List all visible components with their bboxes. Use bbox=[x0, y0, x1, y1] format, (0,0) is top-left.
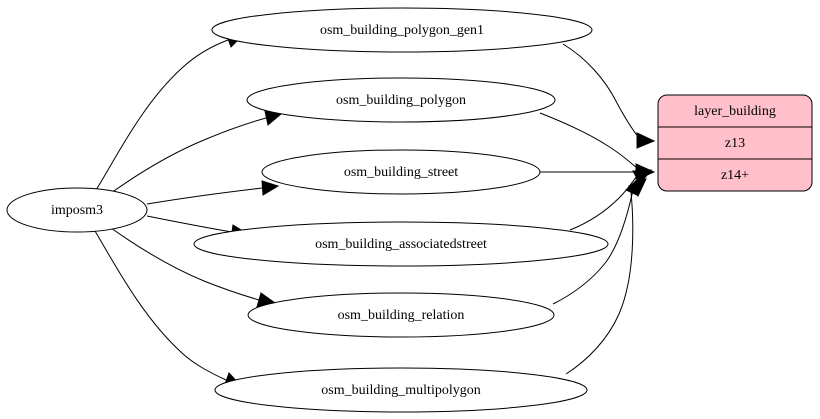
record-row-z13-label[interactable]: z13 bbox=[725, 136, 745, 151]
edge-group-tables-to-layer bbox=[539, 43, 656, 375]
edge-osm-building-polygon-gen1-to-layer-z13 bbox=[562, 43, 656, 149]
node-osm-building-multipolygon-ellipse[interactable] bbox=[214, 367, 588, 413]
node-osm-building-polygon-gen1[interactable]: osm_building_polygon_gen1 bbox=[211, 7, 593, 53]
node-osm-building-polygon-ellipse[interactable] bbox=[246, 77, 556, 123]
edge-osm-building-associatedstreet-to-layer-z14plus bbox=[569, 169, 653, 231]
node-osm-building-relation[interactable]: osm_building_relation bbox=[247, 292, 555, 338]
edge-osm-building-polygon-to-layer-z14plus bbox=[539, 112, 655, 180]
node-osm-building-street[interactable]: osm_building_street bbox=[261, 149, 541, 195]
node-imposm3[interactable]: imposm3 bbox=[6, 187, 148, 233]
node-imposm3-label: imposm3 bbox=[51, 203, 103, 218]
node-layer-building-box[interactable] bbox=[657, 94, 813, 192]
node-osm-building-associatedstreet-label: osm_building_associatedstreet bbox=[315, 237, 487, 252]
node-osm-building-polygon-label: osm_building_polygon bbox=[336, 93, 466, 108]
node-osm-building-polygon[interactable]: osm_building_polygon bbox=[246, 77, 556, 123]
node-osm-building-relation-label: osm_building_relation bbox=[338, 308, 465, 323]
edge-imposm3-to-osm-building-street bbox=[146, 180, 280, 205]
node-osm-building-associatedstreet[interactable]: osm_building_associatedstreet bbox=[193, 221, 609, 267]
node-osm-building-relation-ellipse[interactable] bbox=[247, 292, 555, 338]
node-osm-building-multipolygon-label: osm_building_multipolygon bbox=[321, 383, 480, 398]
node-layer-building[interactable]: layer_building z13 z14+ bbox=[657, 94, 813, 192]
node-osm-building-multipolygon[interactable]: osm_building_multipolygon bbox=[214, 367, 588, 413]
record-row-z14plus-label[interactable]: z14+ bbox=[721, 168, 749, 183]
node-osm-building-polygon-gen1-ellipse[interactable] bbox=[211, 7, 593, 53]
node-osm-building-street-ellipse[interactable] bbox=[261, 149, 541, 195]
edge-imposm3-to-osm-building-polygon-gen1 bbox=[95, 32, 245, 191]
record-row-layer-building-label: layer_building bbox=[694, 104, 776, 119]
node-osm-building-associatedstreet-ellipse[interactable] bbox=[193, 221, 609, 267]
edge-imposm3-to-osm-building-polygon bbox=[110, 110, 283, 194]
edge-osm-building-multipolygon-to-layer-z14plus bbox=[565, 175, 641, 375]
node-imposm3-ellipse[interactable] bbox=[6, 187, 148, 233]
node-osm-building-street-label: osm_building_street bbox=[344, 165, 458, 180]
node-osm-building-polygon-gen1-label: osm_building_polygon_gen1 bbox=[320, 23, 484, 38]
